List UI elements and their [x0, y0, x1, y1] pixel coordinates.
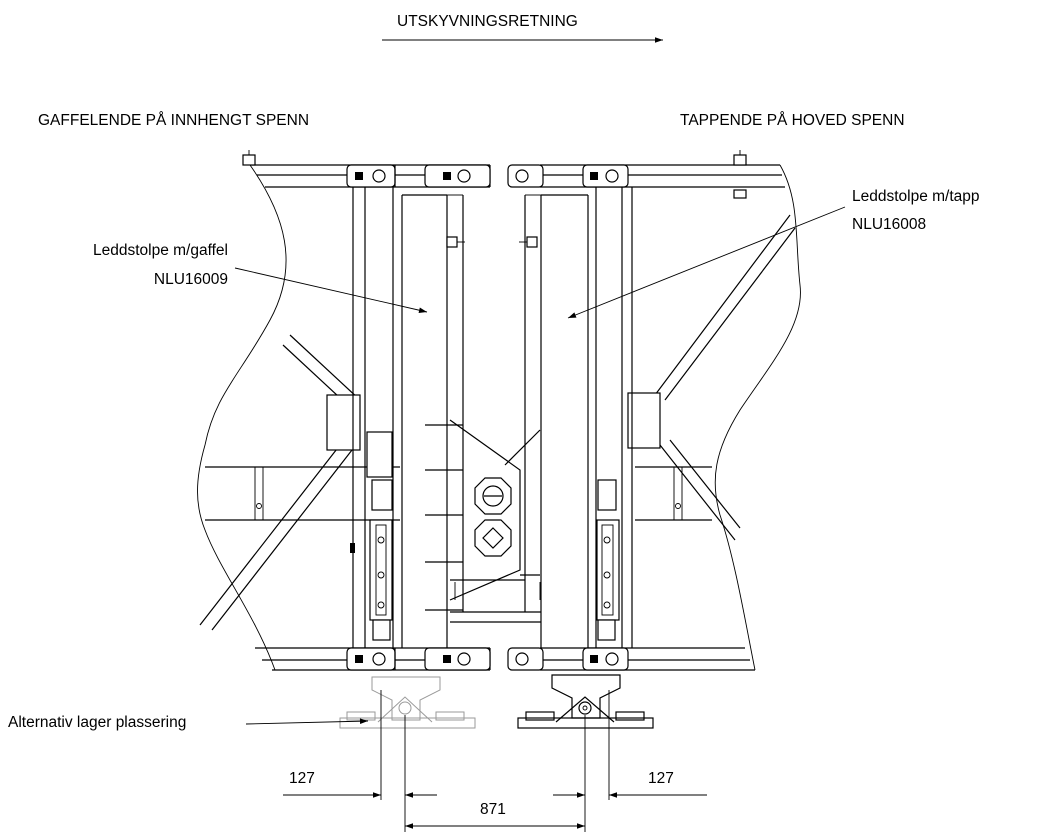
left-post-label-line2: NLU16009: [154, 271, 228, 288]
alt-bearing-gray: [339, 676, 476, 729]
left-break-line: [197, 164, 287, 671]
right-span-frame: [507, 150, 801, 671]
left-post-leader: [234, 267, 428, 313]
left-span-frame: [197, 150, 491, 671]
left-post-label-line1: Leddstolpe m/gaffel: [93, 242, 228, 259]
direction-header: UTSKYVNINGSRETNING: [382, 13, 663, 43]
left-heading: GAFFELENDE PÅ INNHENGT SPENN: [38, 112, 309, 129]
dim-left-127: 127: [289, 770, 315, 787]
right-heading: TAPPENDE PÅ HOVED SPENN: [680, 112, 905, 129]
right-break-line: [714, 164, 801, 671]
direction-label: UTSKYVNINGSRETNING: [397, 13, 578, 30]
central-connection: [449, 419, 541, 623]
right-post-leader: [567, 206, 846, 319]
dimensions: 127 127 871: [283, 690, 707, 832]
bearing-main: [517, 674, 654, 729]
dim-span-871: 871: [480, 801, 506, 818]
dim-right-127: 127: [648, 770, 674, 787]
right-post-label-line1: Leddstolpe m/tapp: [852, 188, 980, 205]
connection-plate: [449, 419, 521, 601]
alt-bearing-leader: [245, 718, 369, 725]
alt-bearing-label: Alternativ lager plassering: [8, 714, 186, 731]
right-post-label-line2: NLU16008: [852, 216, 926, 233]
nut-bolt-icon: [474, 519, 512, 557]
